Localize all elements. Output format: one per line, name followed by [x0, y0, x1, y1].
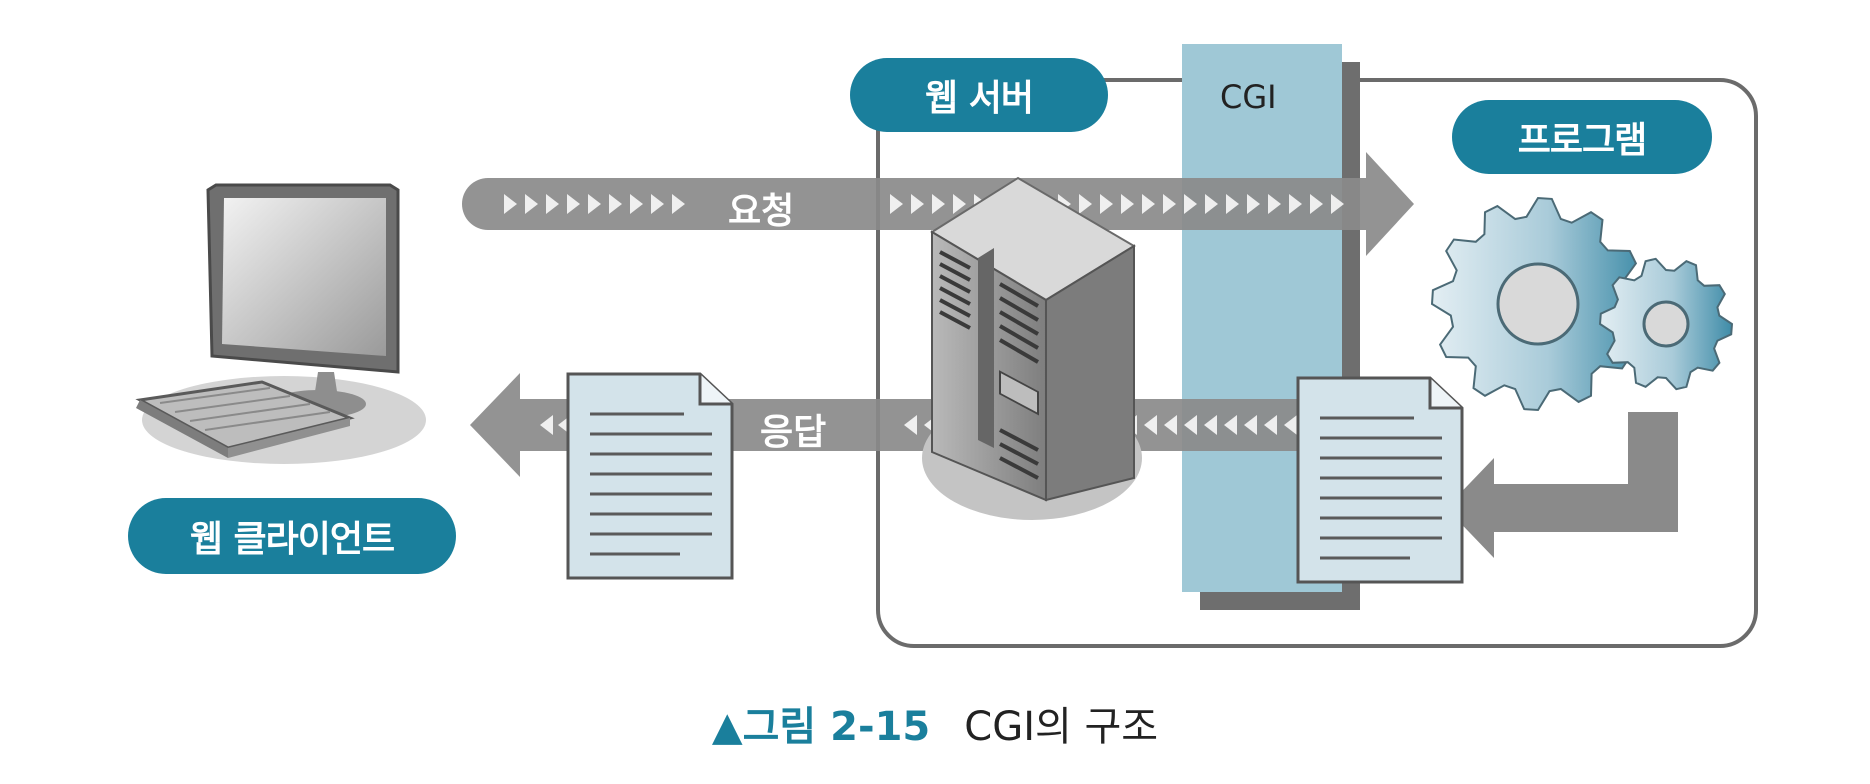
- chevron-right-icon: [588, 194, 601, 214]
- chevron-left-icon: [1164, 415, 1177, 435]
- chevron-right-icon: [651, 194, 664, 214]
- chevron-left-icon: [1264, 415, 1277, 435]
- chevron-left-icon: [1204, 415, 1217, 435]
- program-label: 프로그램: [1452, 100, 1712, 174]
- computer-icon: [135, 183, 426, 464]
- chevron-right-icon: [1205, 194, 1218, 214]
- chevron-right-icon: [1268, 194, 1281, 214]
- figure-title: CGI의 구조: [964, 704, 1159, 750]
- figure-caption: ▲그림 2-15 CGI의 구조: [0, 694, 1870, 752]
- figure-number: ▲그림 2-15: [711, 704, 931, 750]
- chevron-right-icon: [1184, 194, 1197, 214]
- web-server-label: 웹 서버: [850, 58, 1108, 132]
- web-client-label: 웹 클라이언트: [128, 498, 456, 574]
- request-label: 요청: [728, 191, 795, 232]
- document-icon: [566, 372, 734, 580]
- chevron-left-icon: [904, 415, 917, 435]
- chevron-right-icon: [1079, 194, 1092, 214]
- chevron-right-icon: [672, 194, 685, 214]
- chevron-right-icon: [504, 194, 517, 214]
- chevron-right-icon: [953, 194, 966, 214]
- chevron-right-icon: [890, 194, 903, 214]
- chevron-right-icon: [1100, 194, 1113, 214]
- chevron-right-icon: [1121, 194, 1134, 214]
- chevron-right-icon: [1310, 194, 1323, 214]
- chevron-left-icon: [1284, 415, 1297, 435]
- chevron-right-icon: [1331, 194, 1344, 214]
- cgi-label: CGI: [1220, 78, 1277, 116]
- chevron-right-icon: [567, 194, 580, 214]
- chevron-right-icon: [1289, 194, 1302, 214]
- chevron-right-icon: [932, 194, 945, 214]
- response-label: 응답: [760, 412, 827, 453]
- chevron-right-icon: [1247, 194, 1260, 214]
- server-icon: [922, 176, 1142, 520]
- chevron-right-icon: [1142, 194, 1155, 214]
- chevron-left-icon: [1224, 415, 1237, 435]
- chevron-left-icon: [1244, 415, 1257, 435]
- chevron-right-icon: [546, 194, 559, 214]
- chevron-right-icon: [630, 194, 643, 214]
- chevron-right-icon: [911, 194, 924, 214]
- chevron-right-icon: [525, 194, 538, 214]
- chevron-left-icon: [1144, 415, 1157, 435]
- program-output-arrow: [1446, 412, 1678, 558]
- chevron-left-icon: [1184, 415, 1197, 435]
- gears-icon: [1430, 196, 1734, 412]
- chevron-right-icon: [609, 194, 622, 214]
- chevron-left-icon: [540, 415, 553, 435]
- document-icon: [1296, 376, 1464, 584]
- chevron-right-icon: [1226, 194, 1239, 214]
- chevron-right-icon: [1163, 194, 1176, 214]
